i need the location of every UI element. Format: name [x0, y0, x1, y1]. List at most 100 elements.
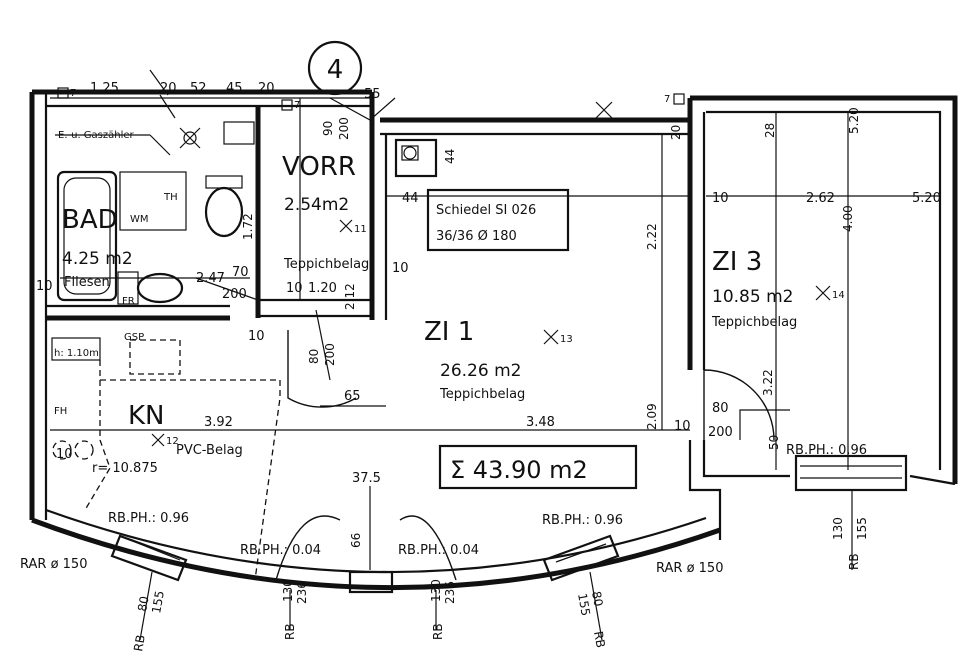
dimension-texts: 1.25 20 52 45 20 55 90 200 44 44 2.22 20…	[36, 81, 941, 548]
room-kn-name: KN	[128, 401, 165, 431]
rb-e-dim: 130	[831, 517, 845, 540]
marker-14: 14	[832, 290, 845, 301]
dim-200c: 200	[323, 343, 337, 366]
zi1-door	[287, 330, 357, 408]
rb-d-dim2: 155	[575, 592, 593, 617]
rb-c-label: RB	[431, 623, 445, 640]
pier	[348, 570, 394, 594]
chimney-label-box: Schiedel SI 026 36/36 Ø 180	[426, 188, 570, 252]
room-bad-area: 4.25 m2	[62, 249, 133, 269]
room-labels: VORR 2.54m2 Teppichbelag BAD 4.25 m2 Fli…	[62, 152, 797, 458]
kitchen-fixtures	[51, 337, 181, 460]
marker-12: 12	[166, 436, 179, 447]
dim-50: 50	[767, 435, 781, 450]
chimney-line1: Schiedel SI 026	[436, 203, 536, 218]
zi3-door	[703, 369, 775, 441]
windows	[110, 454, 908, 582]
dim-2-47: 2.47	[196, 271, 225, 286]
markers: 7 7 7 11 13 14 12	[57, 87, 845, 447]
room-vorr-name: VORR	[282, 152, 356, 182]
rb-d-label: RB	[591, 630, 608, 649]
gsp-note: GSP	[124, 332, 144, 343]
dim-200a: 200	[337, 117, 351, 140]
dim-28: 28	[763, 123, 777, 138]
window-door-right	[399, 515, 457, 581]
chimney-line2: 36/36 Ø 180	[436, 229, 517, 244]
fr-note: FR	[122, 296, 135, 307]
dimension-lines	[50, 97, 940, 570]
rar-left-note: RAR ø 150	[20, 557, 87, 572]
dim-4-00: 4.00	[841, 205, 855, 232]
dim-3-48: 3.48	[526, 415, 555, 430]
room-zi1-floor: Teppichbelag	[439, 387, 525, 402]
notes: E.-u. Gaszähler WM TH FR GSP h: 1.10m FH…	[20, 130, 723, 576]
dim-2-09: 2.09	[645, 403, 659, 430]
unit-marker: 4	[307, 40, 363, 96]
wm-note: WM	[130, 214, 149, 225]
room-zi3-floor: Teppichbelag	[711, 315, 797, 330]
dim-10c: 10	[36, 279, 53, 294]
gas-meter-note: E.-u. Gaszähler	[58, 130, 135, 141]
dim-20c: 20	[669, 125, 683, 140]
dim-3-92: 3.92	[204, 415, 233, 430]
dim-44b: 44	[402, 191, 419, 206]
marker-13: 13	[560, 334, 573, 345]
kitchen-height-note: h: 1.10m	[54, 348, 99, 359]
rb-labels: 80 155 RB 130 236 RB 130 236 RB 80 155 R…	[131, 490, 869, 653]
room-vorr-floor: Teppichbelag	[283, 257, 369, 272]
dim-65: 65	[344, 389, 361, 404]
outlet-x-icon	[595, 101, 613, 119]
room-bad-name: BAD	[62, 205, 118, 235]
rb-b-dim: 130	[281, 579, 295, 602]
outlet-x-icon	[151, 433, 165, 447]
room-zi3-area: 10.85 m2	[712, 287, 793, 307]
radius-note: r= 10.875	[92, 461, 158, 476]
window-door-left	[275, 515, 341, 581]
rb-a-dim: 80	[135, 595, 151, 612]
dim-52: 52	[190, 81, 207, 96]
dim-2-62: 2.62	[806, 191, 835, 206]
rb-e-label: RB	[847, 553, 861, 570]
rb-e-dim2: 155	[855, 517, 869, 540]
rb-c-dim: 130	[429, 579, 443, 602]
dim-37-5: 37.5	[352, 471, 381, 486]
total-area: Σ 43.90 m2	[450, 456, 588, 484]
stove	[129, 339, 181, 375]
room-vorr-area: 2.54m2	[284, 195, 349, 215]
window-left-label: RB.PH.: 0.96	[108, 511, 189, 526]
bath-fixtures	[55, 69, 255, 305]
dim-70: 70	[232, 265, 249, 280]
bathtub	[56, 170, 118, 302]
window-right-label: RB.PH.: 0.96	[542, 513, 623, 528]
dim-55: 55	[364, 87, 381, 102]
dim-5-20a: 5.20	[847, 107, 861, 134]
dim-66: 66	[349, 533, 363, 548]
rb-a-dim2: 155	[149, 590, 167, 615]
outer-walls	[29, 89, 958, 591]
rb-c-dim2: 236	[443, 581, 457, 604]
outlet-x-icon	[815, 285, 831, 301]
rb-b-label: RB	[283, 623, 297, 640]
window-labels: RB.PH.: 0.96 RB.PH.: 0.04 RB.PH.: 0.04 R…	[108, 443, 867, 558]
dim-1-72: 1.72	[241, 213, 255, 240]
dim-3-22: 3.22	[761, 369, 775, 396]
dim-1-20: 1.20	[308, 281, 337, 296]
total-area-box: Σ 43.90 m2	[438, 444, 638, 490]
room-zi1-area: 26.26 m2	[440, 361, 521, 381]
dim-44a: 44	[443, 149, 457, 164]
outlet-x-icon	[543, 329, 559, 345]
dim-10a: 10	[712, 191, 729, 206]
room-bad-floor: Fliesen	[64, 275, 110, 290]
dim-2-12: 2.12	[343, 283, 357, 310]
rb-b-dim2: 236	[295, 581, 309, 604]
window-mid-right-label: RB.PH.: 0.04	[398, 543, 479, 558]
dim-20a: 20	[160, 81, 177, 96]
dim-20b: 20	[258, 81, 275, 96]
marker-7c: 7	[664, 94, 670, 105]
unit-number: 4	[327, 55, 344, 85]
dim-90: 90	[321, 121, 335, 136]
window-mid-left-label: RB.PH.: 0.04	[240, 543, 321, 558]
marker-11: 11	[354, 224, 367, 235]
rb-d-dim: 80	[589, 590, 605, 607]
